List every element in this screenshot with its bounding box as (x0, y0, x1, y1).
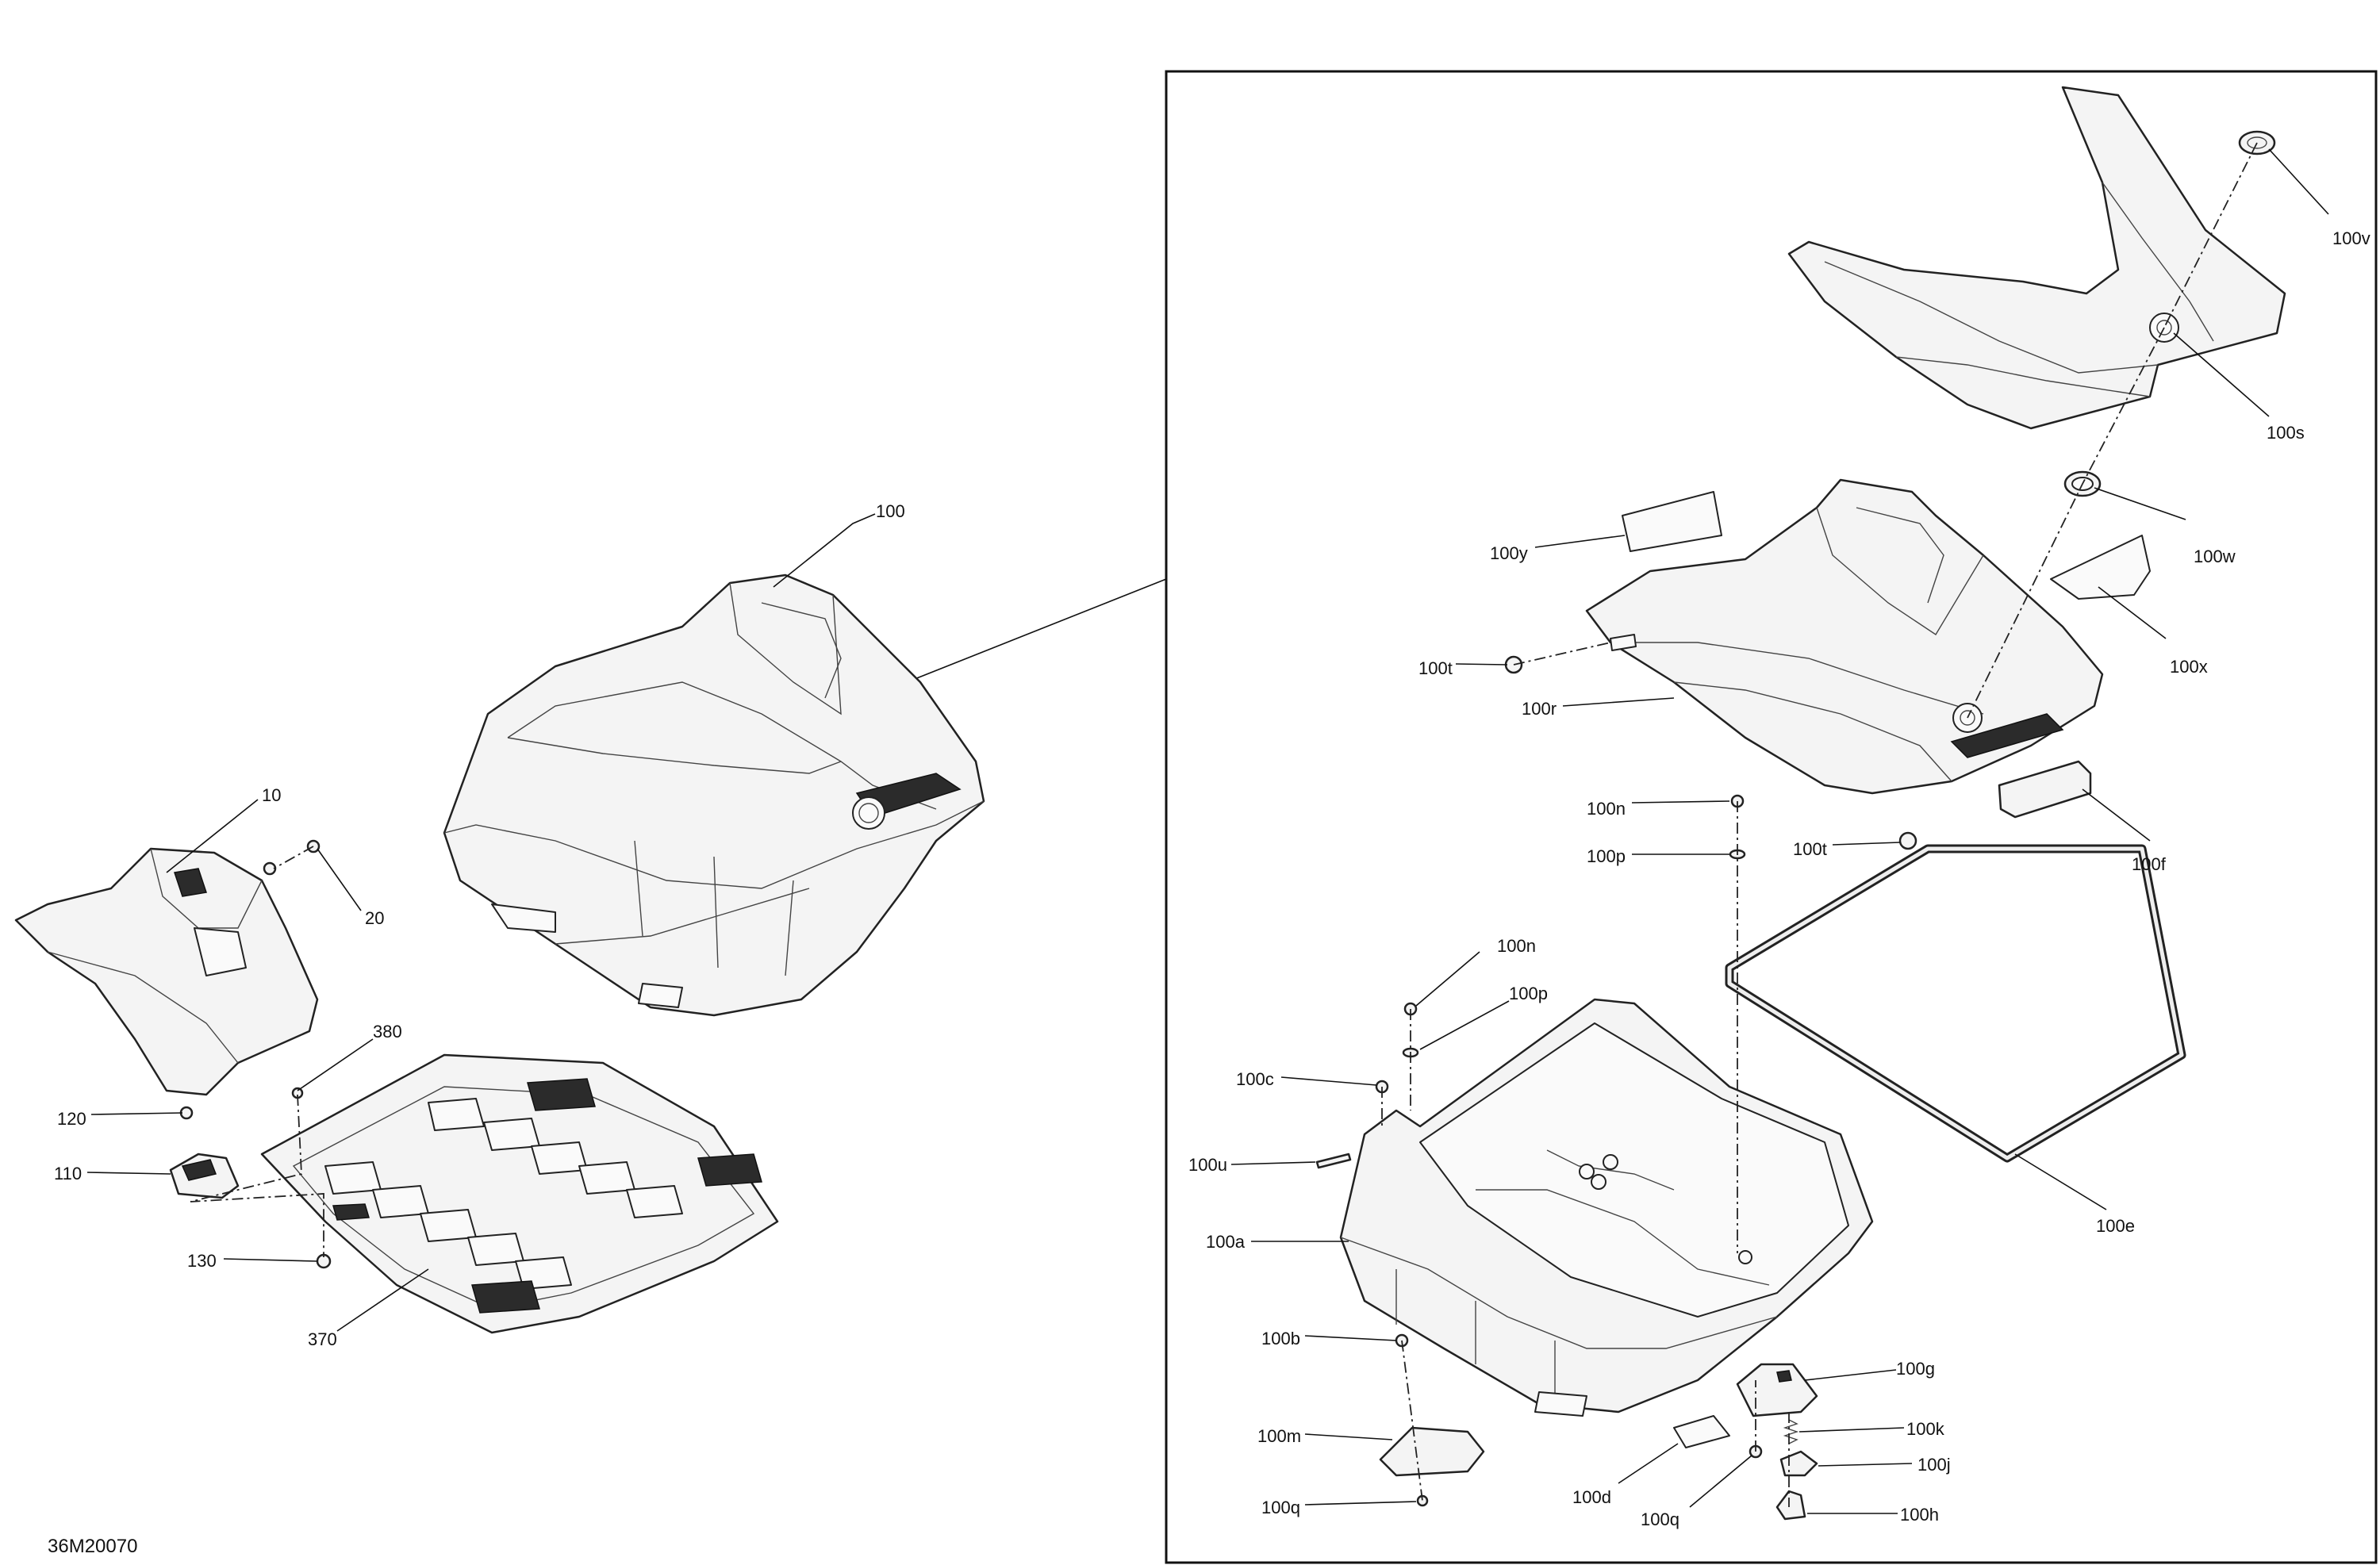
part-10-backrest (14, 847, 319, 1096)
callout-100n-lower: 100n (1497, 936, 1536, 956)
callout-100p-lower: 100p (1509, 984, 1548, 1003)
callout-120: 120 (57, 1109, 86, 1129)
callout-130: 130 (187, 1251, 217, 1271)
part-110-bracket (169, 1153, 240, 1199)
callout-100u: 100u (1188, 1155, 1227, 1175)
part-100j-lock (1779, 1450, 1818, 1477)
part-100r-upper-shell (1585, 478, 2104, 795)
callout-100j: 100j (1917, 1455, 1951, 1475)
part-100x-pad (2050, 535, 2151, 600)
callout-110: 110 (54, 1164, 82, 1183)
callout-100k: 100k (1906, 1419, 1945, 1439)
detail-frame-connector (902, 578, 1167, 685)
part-100y-pad (1622, 491, 1722, 552)
part-100h-key (1775, 1490, 1806, 1521)
callout-100p-upper: 100p (1587, 846, 1626, 866)
callout-100y: 100y (1490, 543, 1528, 563)
part-100g-lock-housing (1736, 1363, 1818, 1417)
callout-100h: 100h (1900, 1505, 1939, 1525)
detail-frame (1165, 70, 2378, 1564)
callout-100x: 100x (2170, 657, 2208, 677)
left-dash-line-20 (273, 846, 314, 869)
top-case-assembly (443, 573, 985, 1017)
part-100m-bracket (1379, 1426, 1485, 1477)
document-id: 36M20070 (48, 1536, 137, 1557)
left-dash-line-120-130 (190, 1094, 324, 1257)
callout-100q-right: 100q (1641, 1509, 1679, 1529)
callout-100d: 100d (1572, 1487, 1611, 1507)
callout-10: 10 (262, 785, 281, 805)
callout-100e: 100e (2096, 1216, 2135, 1236)
leader-lines (86, 148, 2329, 1514)
callout-100a: 100a (1206, 1232, 1246, 1252)
callout-20: 20 (365, 908, 384, 928)
callout-100t-lower: 100t (1793, 839, 1827, 859)
callout-100f: 100f (2132, 854, 2167, 874)
callout-100q-left: 100q (1261, 1498, 1300, 1517)
right-dash-lines (1381, 142, 2258, 1507)
callout-370: 370 (308, 1329, 337, 1349)
callout-100c: 100c (1236, 1069, 1274, 1089)
part-370-mounting-plate (260, 1053, 779, 1334)
part-100d-pad (1673, 1415, 1730, 1448)
part-100f-latch (1998, 760, 2092, 819)
callout-100s: 100s (2267, 423, 2305, 443)
callout-100b: 100b (1261, 1329, 1300, 1348)
callout-380: 380 (373, 1022, 402, 1041)
callout-100g: 100g (1896, 1359, 1935, 1379)
part-100k-spring (1783, 1419, 1799, 1444)
part-100e-seal (1725, 844, 2186, 1163)
callout-100: 100 (876, 501, 905, 521)
callout-100v: 100v (2332, 228, 2370, 248)
callout-100m: 100m (1257, 1426, 1301, 1446)
callout-100n-upper: 100n (1587, 799, 1626, 819)
callout-100t-upper: 100t (1418, 658, 1453, 678)
callout-100r: 100r (1522, 699, 1557, 719)
part-100a-base (1339, 998, 1874, 1417)
part-100s-lid-cover (1787, 86, 2286, 430)
part-100t-grommets (1504, 655, 1917, 850)
callout-100w: 100w (2194, 547, 2236, 566)
callout-labels: 100 10 20 380 120 110 130 370 100v 100s … (54, 228, 2370, 1529)
